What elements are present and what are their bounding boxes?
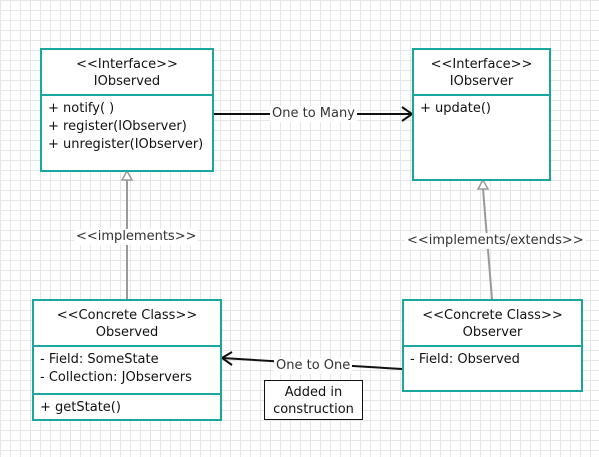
implements-label: <<implements>> (74, 229, 199, 245)
iobserved-name: IObserved (93, 74, 161, 89)
field-item: - Field: Observed (410, 352, 520, 367)
iobserver-methods: + update() (414, 96, 549, 122)
note-line-2: construction (273, 402, 354, 417)
method-item: + unregister(IObserver) (48, 137, 204, 152)
observer-header: <<Concrete Class>> Observer (404, 301, 581, 347)
iobserved-methods: + notify( ) + register(IObserver) + unre… (42, 96, 212, 158)
field-item: - Collection: JObservers (40, 370, 192, 385)
implements-extends-label: <<implements/extends>> (405, 233, 586, 249)
observed-stereotype: <<Concrete Class>> (56, 308, 198, 323)
iobserver-header: <<Interface>> IObserver (414, 50, 549, 96)
method-item: + register(IObserver) (48, 119, 187, 134)
field-item: - Field: SomeState (40, 352, 159, 367)
implements-extends-arrowhead (476, 178, 490, 190)
method-item: + update() (420, 101, 491, 116)
method-item: + notify( ) (48, 101, 115, 116)
iobserver-name: IObserver (449, 74, 514, 89)
observed-methods: + getState() (34, 395, 220, 421)
method-item: + getState() (40, 400, 121, 415)
observer-name: Observer (462, 325, 523, 340)
one-to-one-label: One to One (274, 358, 353, 374)
note-line-1: Added in (284, 385, 343, 400)
one-to-one-arrowhead (220, 351, 233, 366)
iobserved-header: <<Interface>> IObserved (42, 50, 212, 96)
iobserver-class[interactable]: <<Interface>> IObserver + update() (412, 48, 551, 181)
observer-class[interactable]: <<Concrete Class>> Observer - Field: Obs… (402, 299, 583, 392)
one-to-many-label: One to Many (270, 106, 357, 122)
observer-stereotype: <<Concrete Class>> (422, 308, 563, 323)
observed-name: Observed (95, 325, 159, 340)
observed-header: <<Concrete Class>> Observed (34, 301, 220, 347)
iobserver-stereotype: <<Interface>> (430, 57, 533, 72)
observed-class[interactable]: <<Concrete Class>> Observed - Field: Som… (32, 299, 222, 421)
iobserved-stereotype: <<Interface>> (76, 57, 178, 72)
observer-fields: - Field: Observed (404, 347, 581, 373)
observed-fields: - Field: SomeState - Collection: JObserv… (34, 347, 220, 395)
construction-note: Added in construction (264, 380, 363, 420)
implements-arrowhead (120, 169, 134, 181)
iobserved-class[interactable]: <<Interface>> IObserved + notify( ) + re… (40, 48, 214, 172)
